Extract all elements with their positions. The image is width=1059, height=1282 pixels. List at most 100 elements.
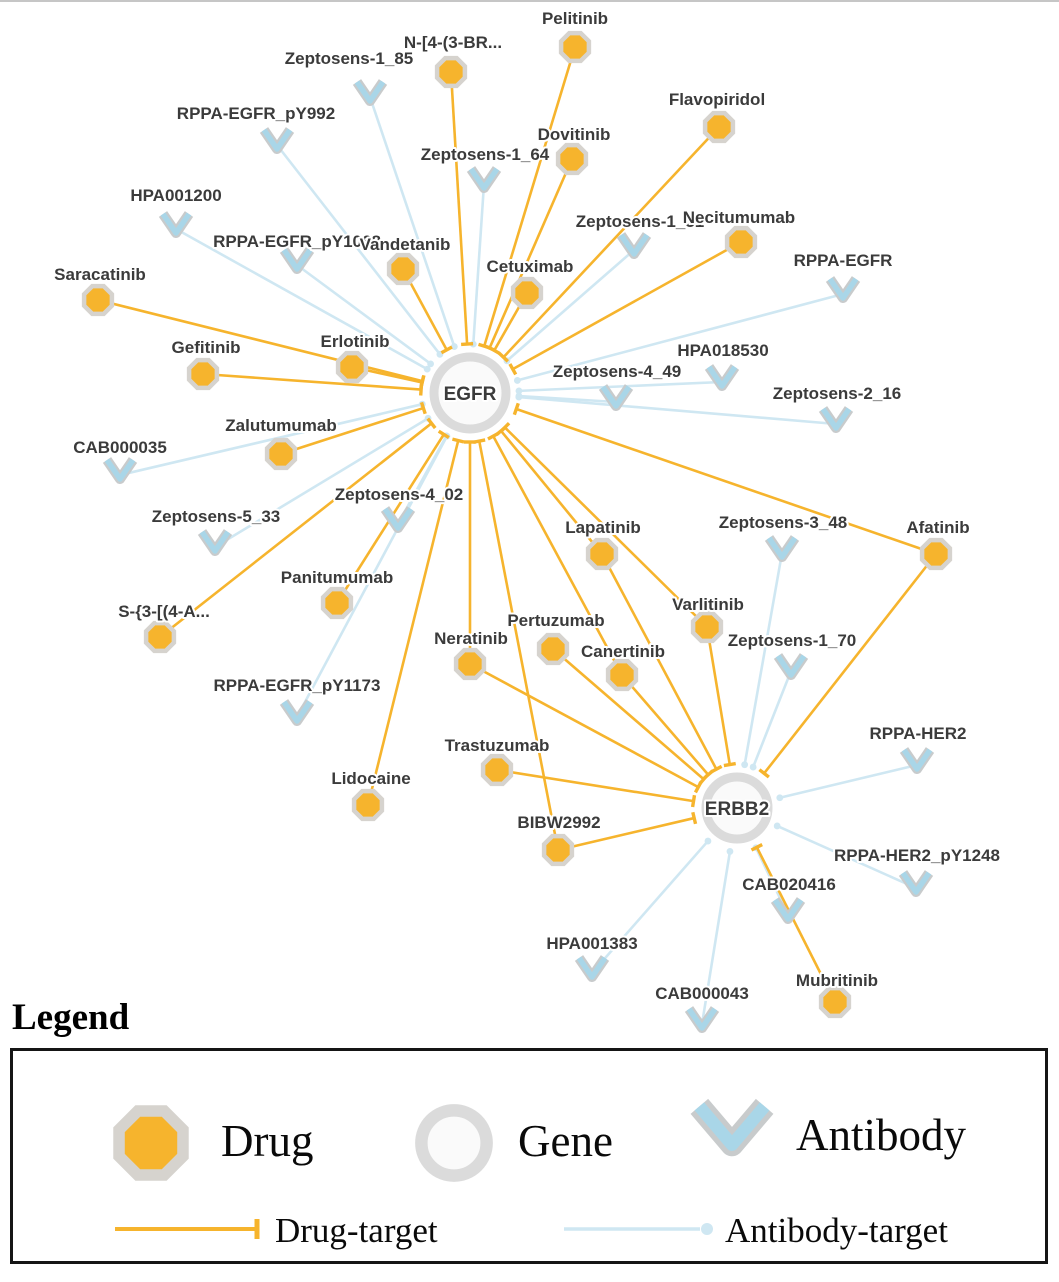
drug-node <box>541 833 575 867</box>
legend-label-gene: Gene <box>518 1116 613 1166</box>
inhibition-tee <box>698 773 709 785</box>
antibody-icon <box>690 1098 774 1157</box>
drug-node <box>536 632 570 666</box>
drug-node <box>558 30 592 64</box>
antibody-node <box>616 232 652 259</box>
antibody-label: RPPA-HER2 <box>870 724 967 743</box>
antibody-label: Zeptosens-1_31 <box>576 212 705 231</box>
drug-target-edge <box>502 126 720 359</box>
drug-target-edge <box>366 440 460 806</box>
drug-label: Mubritinib <box>796 971 878 990</box>
drug-target-edge <box>159 422 433 639</box>
antibody-node <box>279 699 315 726</box>
drug-label: N-[4-(3-BR... <box>404 33 502 52</box>
antibody-label: RPPA-EGFR_pY1068 <box>213 232 381 251</box>
inhibition-tee <box>512 402 520 416</box>
drug-label: Flavopiridol <box>669 90 765 109</box>
antibody-glyph-inner <box>104 458 136 482</box>
antibody-node <box>773 653 809 680</box>
antibody-node <box>704 364 740 391</box>
drug-node <box>690 610 724 644</box>
antibody-target-edge-icon <box>564 1223 713 1235</box>
inhibition-tee <box>440 345 453 355</box>
edge-endpoint-dot <box>749 763 757 771</box>
drug-target-edge <box>488 158 574 349</box>
drug-label: Pelitinib <box>542 9 608 28</box>
drug-node <box>919 537 953 571</box>
edge-endpoint-dot <box>513 377 521 384</box>
antibody-target-edge <box>275 144 441 356</box>
antibody-node <box>598 384 634 411</box>
antibody-target-edge <box>779 763 918 800</box>
drug-label: Vandetanib <box>360 235 451 254</box>
edge-endpoint-dot <box>515 387 523 395</box>
antibody-glyph-inner <box>281 248 313 272</box>
edge-endpoint-dot <box>741 761 749 769</box>
drug-label: Erlotinib <box>321 332 390 351</box>
edge-endpoint-dot <box>427 360 435 368</box>
antibody-target-edge <box>751 670 793 768</box>
antibody-glyph-inner <box>160 212 192 236</box>
drug-node <box>81 283 115 317</box>
drug-target-edge <box>496 768 694 803</box>
antibody-label: CAB000035 <box>73 438 167 457</box>
antibody-label: Zeptosens-5_33 <box>152 507 281 526</box>
drug-target-edge <box>492 435 624 676</box>
legend-label-drug-target: Drug-target <box>275 1211 438 1250</box>
antibody-glyph-inner <box>775 654 807 678</box>
drug-node <box>510 276 544 310</box>
antibody-glyph-inner <box>901 748 933 772</box>
gene-layer <box>429 352 773 844</box>
antibody-label: CAB020416 <box>742 875 836 894</box>
antibody-glyph-inner <box>706 365 738 389</box>
antibody-node <box>898 870 934 897</box>
antibody-label: RPPA-EGFR_pY992 <box>177 104 335 123</box>
drug-target-edge <box>755 846 837 1003</box>
drug-node <box>143 620 177 654</box>
gene-icon <box>415 1104 493 1182</box>
inhibition-tee <box>473 438 486 444</box>
antibody-label: CAB000043 <box>655 984 749 1003</box>
drug-label: Panitumumab <box>281 568 393 587</box>
antibody-node <box>102 457 138 484</box>
antibody-target-edge <box>214 417 429 549</box>
antibody-glyph-inner <box>772 898 804 922</box>
antibody-glyph-inner <box>618 233 650 257</box>
antibody-node <box>380 506 416 533</box>
drug-target-edge <box>515 407 937 556</box>
antibody-layer <box>102 79 935 1033</box>
inhibition-tee <box>499 421 511 433</box>
legend-title: Legend <box>12 997 130 1038</box>
antibody-label: RPPA-EGFR <box>794 251 893 270</box>
drug-target-edge <box>552 648 705 781</box>
legend-box: Drug Gene Antibody Drug-target Antibody-… <box>10 1048 1048 1264</box>
antibody-label: HPA018530 <box>677 341 768 360</box>
drug-node <box>605 658 639 692</box>
drug-label: Dovitinib <box>538 125 611 144</box>
inhibition-tee <box>437 429 450 440</box>
antibody-target-edge <box>518 395 837 426</box>
inhibition-tee <box>487 431 500 441</box>
drug-target-edge <box>512 240 742 371</box>
drug-target-edge <box>503 426 708 628</box>
drug-node <box>434 55 468 89</box>
antibody-label: Zeptosens-1_64 <box>421 145 550 164</box>
drug-target-edge <box>621 674 710 776</box>
antibody-node <box>770 897 806 924</box>
inhibition-tee <box>758 768 770 779</box>
gene-node <box>701 772 773 844</box>
drug-target-edge <box>477 440 560 851</box>
drug-node <box>585 537 619 571</box>
drug-target-edge <box>482 46 577 347</box>
antibody-label: Zeptosens-1_70 <box>728 631 857 650</box>
edge-endpoint-dot <box>423 365 431 373</box>
drug-node <box>702 110 736 144</box>
antibody-glyph-inner <box>766 536 798 560</box>
edges-layer <box>97 46 938 1025</box>
antibody-glyph-inner <box>686 1007 718 1031</box>
drug-node <box>555 142 589 176</box>
drug-node <box>320 586 354 620</box>
drug-target-edge <box>763 553 938 775</box>
